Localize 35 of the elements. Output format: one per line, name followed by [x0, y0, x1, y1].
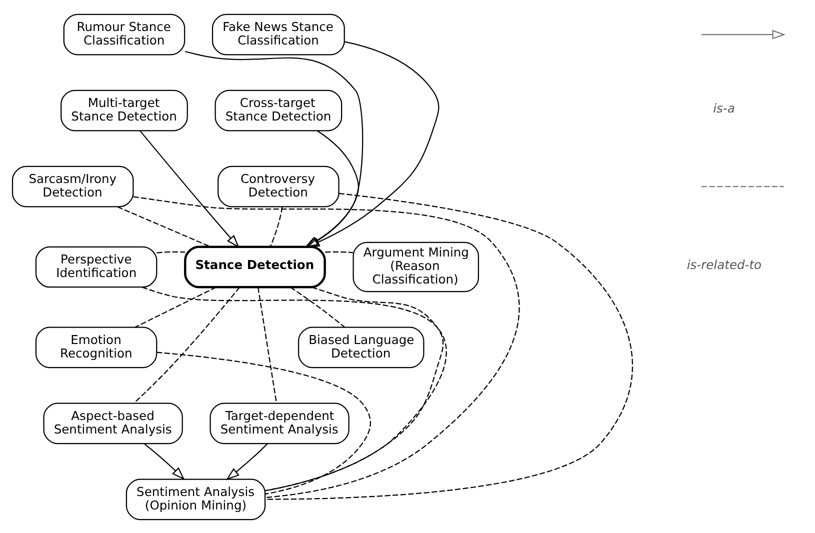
- connector: [142, 286, 447, 491]
- connector: [290, 286, 345, 328]
- arrow: [144, 443, 185, 480]
- arrow: [140, 130, 240, 248]
- arrow: [306, 40, 440, 248]
- connector: [135, 286, 216, 328]
- connector: [325, 250, 354, 253]
- arrow: [226, 443, 268, 480]
- arrow: [305, 130, 360, 248]
- connector: [264, 286, 444, 491]
- node-box: Fake News Stance Classification: [212, 13, 345, 55]
- connector: [133, 196, 520, 498]
- connector: [134, 286, 240, 403]
- node-box: Stance Detection: [184, 245, 326, 288]
- connector: [156, 351, 371, 494]
- node-box: Sarcasm/Irony Detection: [12, 165, 134, 207]
- legend-label: is-related-to: [686, 258, 762, 272]
- legend-label: is-a: [713, 101, 735, 116]
- connector: [265, 192, 633, 500]
- node-box: Biased Language Detection: [298, 326, 424, 368]
- connector: [156, 250, 186, 253]
- node-box: Cross-target Stance Detection: [214, 89, 342, 131]
- arrow: [184, 50, 364, 248]
- node-box: Aspect-based Sentiment Analysis: [43, 402, 183, 444]
- node-box: Target-dependent Sentiment Analysis: [210, 402, 350, 444]
- node-box: Emotion Recognition: [35, 326, 158, 368]
- connector: [117, 206, 211, 247]
- node-box: Sentiment Analysis (Opinion Mining): [126, 478, 266, 520]
- node-box: Argument Mining (Reason Classification): [352, 241, 480, 292]
- node-box: Multi-target Stance Detection: [60, 89, 188, 131]
- connector: [257, 286, 277, 402]
- node-box: Rumour Stance Classification: [63, 13, 186, 55]
- node-box: Perspective Identification: [35, 246, 158, 288]
- node-box: Controversy Detection: [218, 165, 340, 207]
- connector: [270, 206, 283, 246]
